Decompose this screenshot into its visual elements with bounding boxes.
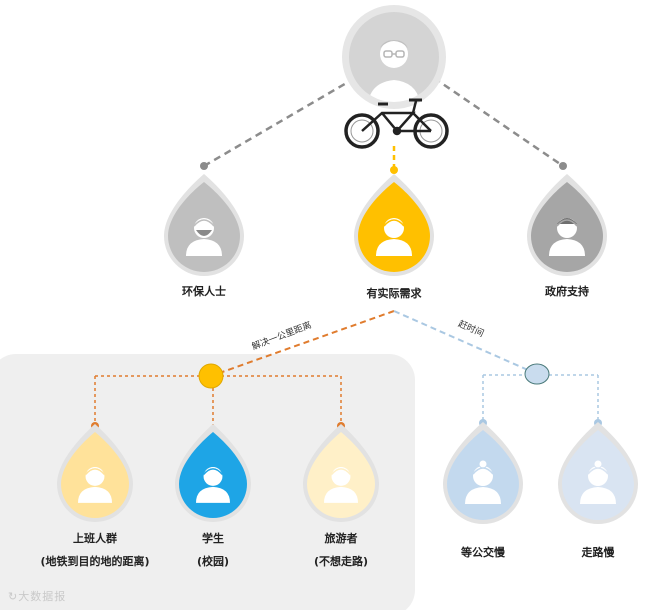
level1-label-1: 有实际需求 <box>367 285 422 301</box>
group-left-label-1: 学生 <box>202 530 224 546</box>
group-right-label-0: 等公交慢 <box>461 544 505 560</box>
level1-label-0: 环保人士 <box>182 283 226 299</box>
level1-node-0 <box>164 174 244 276</box>
group-right-label-1: 走路慢 <box>582 544 615 560</box>
group-left-label-0: 上班人群 <box>73 530 117 546</box>
group-left-sub-1: (校园) <box>197 553 229 569</box>
group-left-label-2: 旅游者 <box>325 530 358 546</box>
group-right-node-1 <box>558 422 638 524</box>
level1-node-2 <box>527 174 607 276</box>
group-left-sub-0: (地铁到目的地的距离) <box>40 553 149 569</box>
level1-label-2: 政府支持 <box>545 283 589 299</box>
level1-node-1 <box>354 174 434 276</box>
top-node <box>342 5 446 109</box>
group-right-node-0 <box>443 422 523 524</box>
watermark: ↻大数据报 <box>8 588 66 604</box>
level1-nodes <box>164 174 607 276</box>
group-left-sub-2: (不想走路) <box>314 553 368 569</box>
